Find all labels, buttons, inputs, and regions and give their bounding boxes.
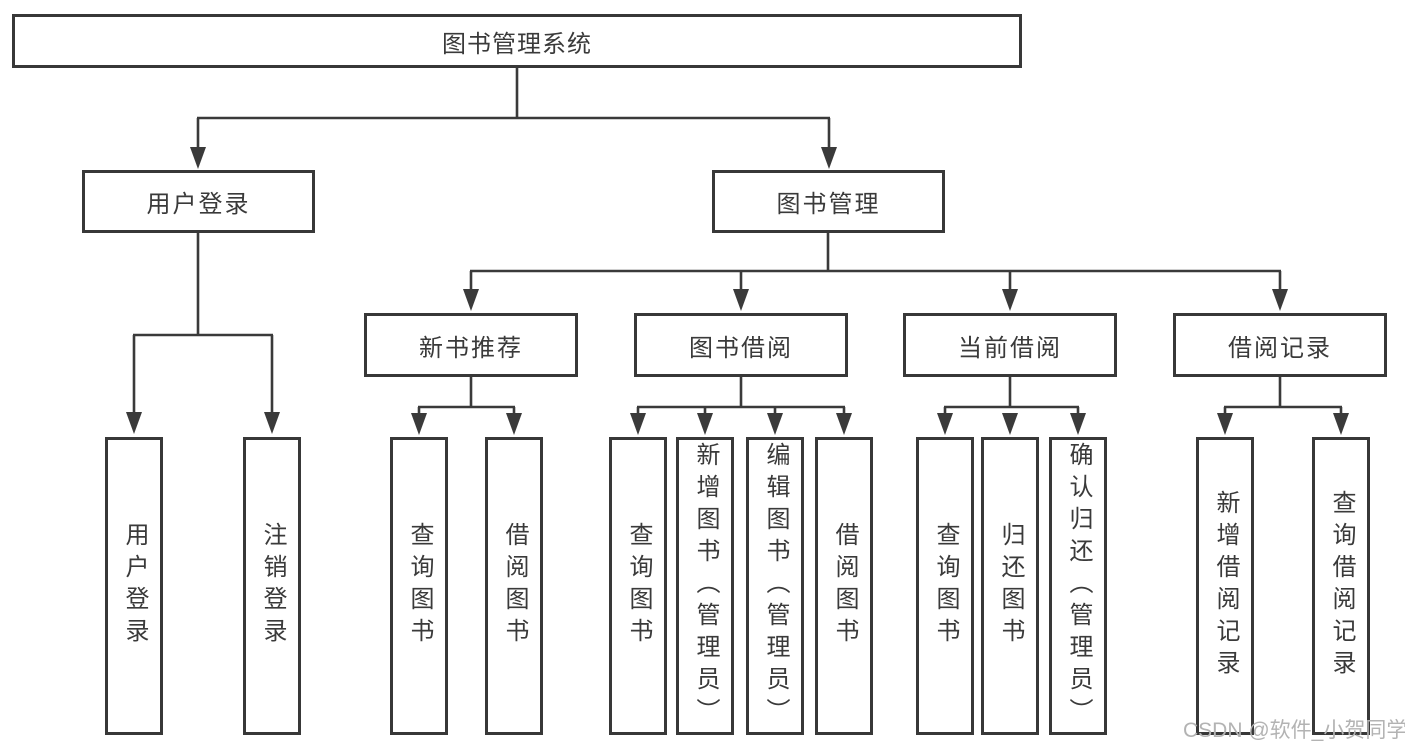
leaf-return-book: 归还图书 (981, 437, 1039, 735)
leaf-query-books-2-label: 查询图书 (625, 522, 652, 650)
leaf-edit-book-admin: 编辑图书（管理员） (746, 437, 804, 735)
node-new-book-recommend: 新书推荐 (364, 313, 578, 377)
node-borrowing-records-label: 借阅记录 (1228, 334, 1332, 362)
leaf-borrow-books-2-label: 借阅图书 (831, 522, 858, 650)
node-current-borrowing: 当前借阅 (903, 313, 1117, 377)
leaf-query-borrow-record-label: 查询借阅记录 (1328, 490, 1355, 682)
leaf-query-books-1: 查询图书 (390, 437, 448, 735)
leaf-query-borrow-record: 查询借阅记录 (1312, 437, 1370, 735)
leaf-query-books-3: 查询图书 (916, 437, 974, 735)
leaf-query-books-1-label: 查询图书 (406, 522, 433, 650)
node-root-label: 图书管理系统 (442, 30, 592, 58)
node-root: 图书管理系统 (12, 14, 1022, 68)
node-book-management-label: 图书管理 (776, 191, 881, 218)
node-user-login: 用户登录 (82, 170, 315, 233)
node-user-login-label: 用户登录 (146, 191, 251, 218)
leaf-borrow-books-1: 借阅图书 (485, 437, 543, 735)
leaf-user-login: 用户登录 (105, 437, 163, 735)
leaf-logout-label: 注销登录 (259, 522, 286, 650)
leaf-edit-book-admin-label: 编辑图书（管理员） (762, 442, 789, 730)
leaf-borrow-books-2: 借阅图书 (815, 437, 873, 735)
node-book-management: 图书管理 (712, 170, 945, 233)
node-book-borrowing-label: 图书借阅 (689, 334, 793, 362)
node-current-borrowing-label: 当前借阅 (958, 334, 1062, 362)
leaf-add-book-admin-label: 新增图书（管理员） (692, 442, 719, 730)
watermark-text: CSDN @软件_小贺同学 (1183, 719, 1405, 742)
leaf-add-borrow-record-label: 新增借阅记录 (1212, 490, 1239, 682)
leaf-return-book-label: 归还图书 (997, 522, 1024, 650)
connector-arrowheads (126, 147, 1349, 435)
leaf-add-book-admin: 新增图书（管理员） (676, 437, 734, 735)
node-book-borrowing: 图书借阅 (634, 313, 848, 377)
leaf-user-login-label: 用户登录 (121, 522, 148, 650)
node-new-book-recommend-label: 新书推荐 (419, 334, 523, 362)
leaf-add-borrow-record: 新增借阅记录 (1196, 437, 1254, 735)
leaf-query-books-2: 查询图书 (609, 437, 667, 735)
leaf-confirm-return-admin-label: 确认归还（管理员） (1065, 442, 1092, 730)
leaf-logout: 注销登录 (243, 437, 301, 735)
leaf-query-books-3-label: 查询图书 (932, 522, 959, 650)
leaf-borrow-books-1-label: 借阅图书 (501, 522, 528, 650)
leaf-confirm-return-admin: 确认归还（管理员） (1049, 437, 1107, 735)
node-borrowing-records: 借阅记录 (1173, 313, 1387, 377)
